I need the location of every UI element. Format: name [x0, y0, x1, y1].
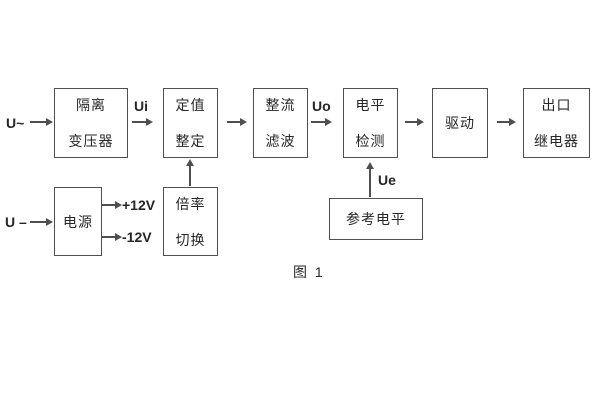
block-label: 参考电平 [346, 211, 406, 227]
label-ui: Ui [134, 98, 148, 114]
block-label: 变压器 [68, 133, 114, 149]
block-label: 电源 [63, 213, 93, 230]
figure-caption: 图 1 [293, 264, 325, 280]
block-label: 定值 [175, 97, 206, 113]
block-label: 驱动 [445, 115, 475, 131]
block-output-relay: 出口 继电器 [523, 88, 590, 158]
block-label: 整定 [175, 133, 206, 149]
block-label: 电平 [355, 97, 386, 113]
block-level-detection: 电平 检测 [343, 88, 398, 158]
block-label: 滤波 [265, 133, 296, 149]
block-label: 检测 [355, 133, 386, 149]
block-isolation-transformer: 隔离 变压器 [54, 88, 128, 158]
block-label: 继电器 [534, 133, 579, 149]
block-power-supply: 电源 [54, 187, 102, 256]
label-u-dc: U – [5, 214, 27, 230]
block-label: 出口 [541, 97, 572, 113]
block-label: 倍率 [175, 195, 206, 212]
block-rectifier-filter: 整流 滤波 [253, 88, 308, 158]
label-plus-12v: +12V [122, 197, 156, 213]
block-drive: 驱动 [432, 88, 488, 158]
label-uo: Uo [312, 98, 331, 114]
label-ue: Ue [378, 172, 396, 188]
label-minus-12v: -12V [122, 229, 152, 245]
label-u-ac: U~ [6, 115, 25, 131]
block-label: 隔离 [76, 97, 106, 113]
block-label: 整流 [265, 97, 296, 113]
block-setting-adjustment: 定值 整定 [163, 88, 218, 158]
block-ratio-switch: 倍率 切换 [163, 187, 218, 256]
block-reference-level: 参考电平 [329, 198, 423, 240]
block-label: 切换 [175, 231, 206, 248]
